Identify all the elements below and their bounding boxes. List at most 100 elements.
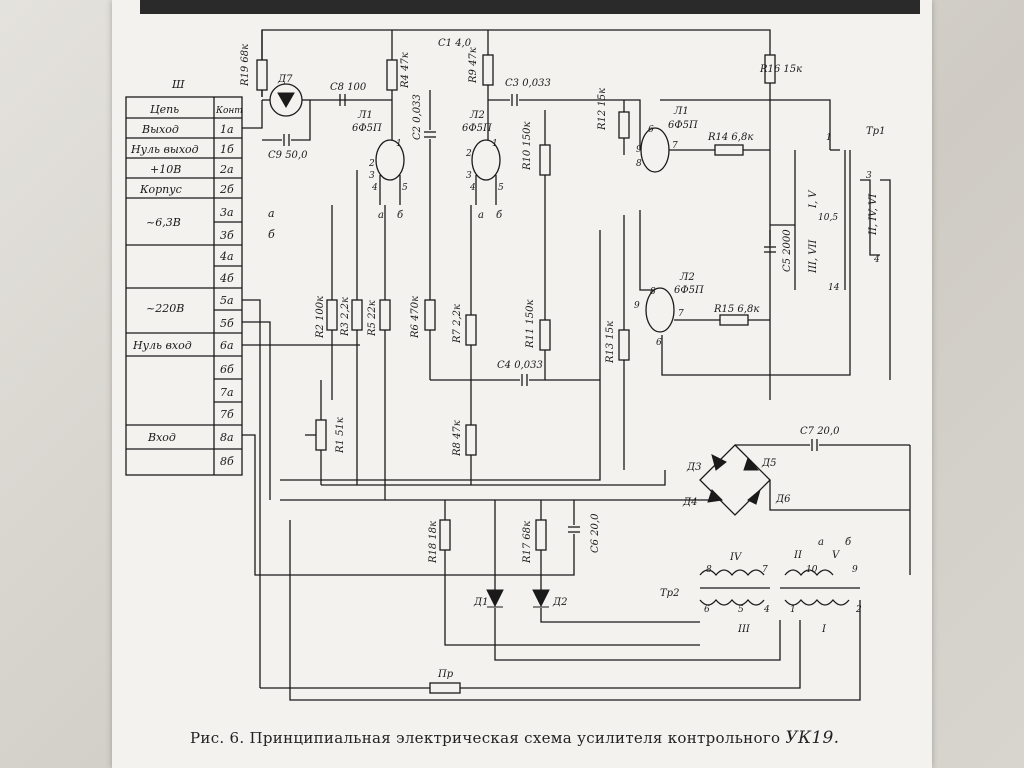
label-heater-b: б (397, 210, 404, 221)
label-d3: Д3 (686, 462, 702, 473)
label-r5: R5 22к (367, 300, 378, 337)
row-contact: 8б (220, 455, 234, 468)
row-contact: 5а (220, 294, 234, 307)
label-c4: С4 0,033 (497, 360, 543, 371)
row-contact: 8а (220, 431, 234, 444)
label-r19: R19 68к (240, 44, 251, 87)
caption-model: УК19. (785, 728, 840, 748)
diodes (277, 92, 761, 608)
row-contact: 6а (220, 339, 234, 352)
table-header-circuit: Цепь (150, 103, 179, 116)
row-contact: 7а (220, 386, 234, 399)
pin-label: 2 (465, 149, 472, 159)
label-r6: R6 470к (410, 296, 421, 339)
pin-label: 5 (738, 605, 744, 615)
label-r15: R15 6,8к (713, 304, 759, 315)
pin-label: 6 (704, 605, 710, 615)
heater-label-b: б (268, 228, 275, 241)
diode-d4 (707, 489, 724, 503)
table-header-contact: Конт (215, 106, 243, 116)
label-c1: С1 4,0 (438, 38, 472, 49)
connector-table (125, 96, 243, 476)
component-labels: R19 68к Д7 С8 100 С9 50,0 С1 4,0 R4 47к … (240, 38, 885, 680)
label-tr1-w1: I, V (808, 189, 819, 209)
row-circuit: ~6,3В (146, 216, 181, 229)
tube-l2a (471, 139, 501, 181)
heater-label-a: а (268, 207, 275, 220)
pin-label: 8 (650, 287, 656, 297)
pin-label: 9 (634, 301, 640, 311)
connector-labels: Ш Цепь Конт Выход 1а Нуль выход 1б +10В … (130, 78, 275, 468)
wires (125, 29, 911, 701)
label-l2a-name: Л2 (469, 110, 485, 121)
label-r12: R12 15к (597, 88, 608, 131)
row-circuit: Корпус (139, 183, 182, 196)
row-contact: 2а (219, 163, 234, 176)
pin-label: 2 (855, 605, 862, 615)
label-l2a-type: 6Ф5П (462, 123, 492, 134)
pin-label: 7 (678, 309, 684, 319)
diode-d7 (277, 92, 295, 109)
label-fuse-pr: Пр (437, 669, 454, 680)
label-r1: R1 51к (335, 417, 346, 454)
tube-l2b (645, 287, 675, 333)
pin-label: 3 (369, 171, 375, 181)
pin-label: 4 (873, 255, 880, 265)
label-tr2-w3: III (737, 624, 751, 635)
label-heater-a: а (818, 537, 824, 548)
label-r8: R8 47к (452, 420, 463, 457)
row-circuit: Нуль вход (132, 339, 192, 352)
row-contact: 3б (220, 229, 234, 242)
row-contact: 2б (219, 183, 234, 196)
row-circuit: Выход (141, 123, 179, 136)
pin-label: 3 (466, 171, 472, 181)
pin-label: 4 (371, 183, 378, 193)
pin-label: 14 (828, 283, 840, 293)
label-c9: С9 50,0 (268, 150, 308, 161)
label-c7: С7 20,0 (800, 426, 840, 437)
label-r7: R7 2,2к (452, 304, 463, 344)
pin-label: 7 (672, 141, 678, 151)
label-c2: С2 0,033 (412, 94, 423, 140)
label-tr1-w2: III, VII (808, 239, 819, 274)
label-heater-a: а (378, 210, 384, 221)
row-circuit: Нуль выход (130, 143, 199, 156)
pin-label: 3 (866, 171, 872, 181)
label-r2: R2 100к (315, 296, 326, 339)
label-heater-a: а (478, 210, 484, 221)
label-c6: С6 20,0 (590, 513, 601, 553)
label-l1b-type: 6Ф5П (668, 120, 698, 131)
pin-label: 9 (636, 145, 642, 155)
tube-l1b (640, 127, 670, 173)
label-tr2-w4: IV (729, 552, 743, 563)
pin-label: 5 (402, 183, 408, 193)
pin-label: 9 (852, 565, 858, 575)
row-contact: 4а (219, 250, 234, 263)
label-d1: Д1 (473, 597, 489, 608)
pin-label: 1 (396, 139, 402, 149)
diode-d3 (711, 454, 727, 471)
label-r16: R16 15к (759, 64, 802, 75)
row-contact: 3а (220, 206, 234, 219)
label-r13: R13 15к (605, 321, 616, 364)
label-tr2-w2: II (793, 550, 803, 561)
pin-label: 1 (790, 605, 796, 615)
pin-label: 8 (636, 159, 642, 169)
label-c8: С8 100 (330, 82, 367, 93)
label-tr2-w1: I (821, 624, 827, 635)
label-r17: R17 68к (522, 521, 533, 564)
row-contact: 4б (219, 272, 234, 285)
row-contact: 1б (220, 143, 234, 156)
pin-label: 2 (368, 159, 375, 169)
label-tr2-w5: V (832, 550, 841, 561)
label-tr1-w3: II, IV, VI (868, 193, 879, 236)
caption-text: Рис. 6. Принципиальная электрическая схе… (190, 729, 781, 747)
label-l2b-type: 6Ф5П (674, 285, 704, 296)
diode-d1 (486, 589, 504, 608)
pin-label: 4 (469, 183, 476, 193)
label-d6: Д6 (775, 494, 791, 505)
label-c3: С3 0,033 (505, 78, 551, 89)
label-tr1: Тр1 (866, 126, 885, 137)
pin-label: 8 (706, 565, 712, 575)
